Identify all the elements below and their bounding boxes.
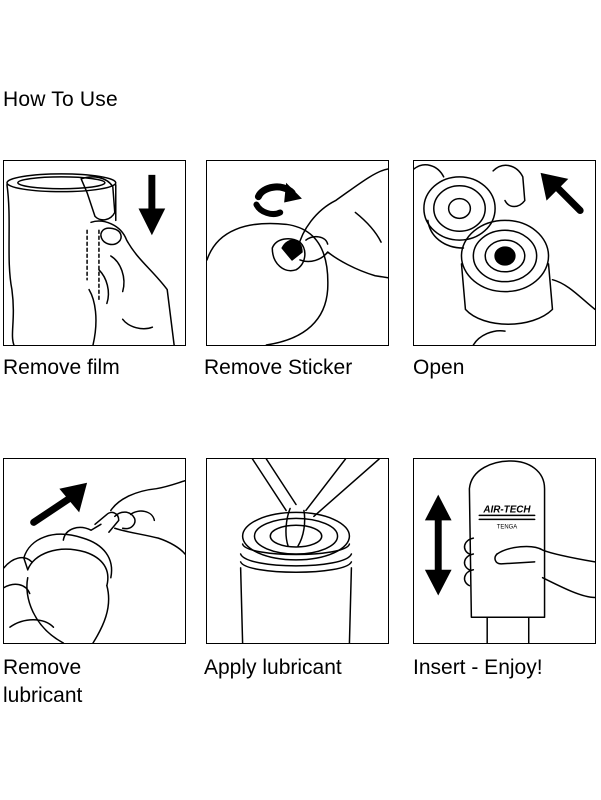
step-3-caption: Open — [413, 356, 465, 379]
step-1-caption: Remove film — [3, 356, 120, 379]
step-4-caption: Remove lubricant — [3, 656, 83, 707]
arrow-up-left-icon — [540, 172, 581, 211]
cup-sub-label: TENGA — [497, 524, 517, 530]
cup-body — [461, 220, 552, 324]
hand-peeling-sticker — [298, 169, 388, 278]
cup-lid — [424, 177, 495, 248]
step-6-caption: Insert - Enjoy! — [413, 656, 543, 679]
step-4-illustration — [3, 458, 186, 644]
page-title: How To Use — [3, 88, 118, 111]
hand-holding-cup — [4, 558, 53, 627]
cup-outline — [7, 174, 116, 345]
step-5-caption: Apply lubricant — [204, 656, 342, 679]
cup-body — [241, 512, 352, 643]
hand-pulling — [111, 481, 185, 554]
step-3-illustration — [413, 160, 596, 346]
sticker-icon — [282, 240, 302, 260]
cup-body — [24, 524, 112, 643]
arrow-down-icon — [138, 174, 166, 236]
hands-opening — [414, 165, 595, 345]
hand-holding-cup — [465, 538, 595, 597]
arrow-up-right-icon — [34, 482, 88, 523]
lubricant-tube — [95, 512, 119, 532]
step-2-caption: Remove Sticker — [204, 356, 353, 379]
up-down-arrow-icon — [424, 494, 452, 596]
cup-top — [207, 223, 328, 344]
step-2-illustration — [206, 160, 389, 346]
cup-product: AIR-TECH TENGA — [469, 461, 544, 643]
step-1-illustration — [3, 160, 186, 346]
hand-peeling-film — [81, 177, 174, 345]
cup-brand-label: AIR-TECH — [482, 504, 531, 515]
step-5-illustration — [206, 458, 389, 644]
rotate-arrow-icon — [256, 182, 302, 214]
step-6-illustration: AIR-TECH TENGA — [413, 458, 596, 644]
